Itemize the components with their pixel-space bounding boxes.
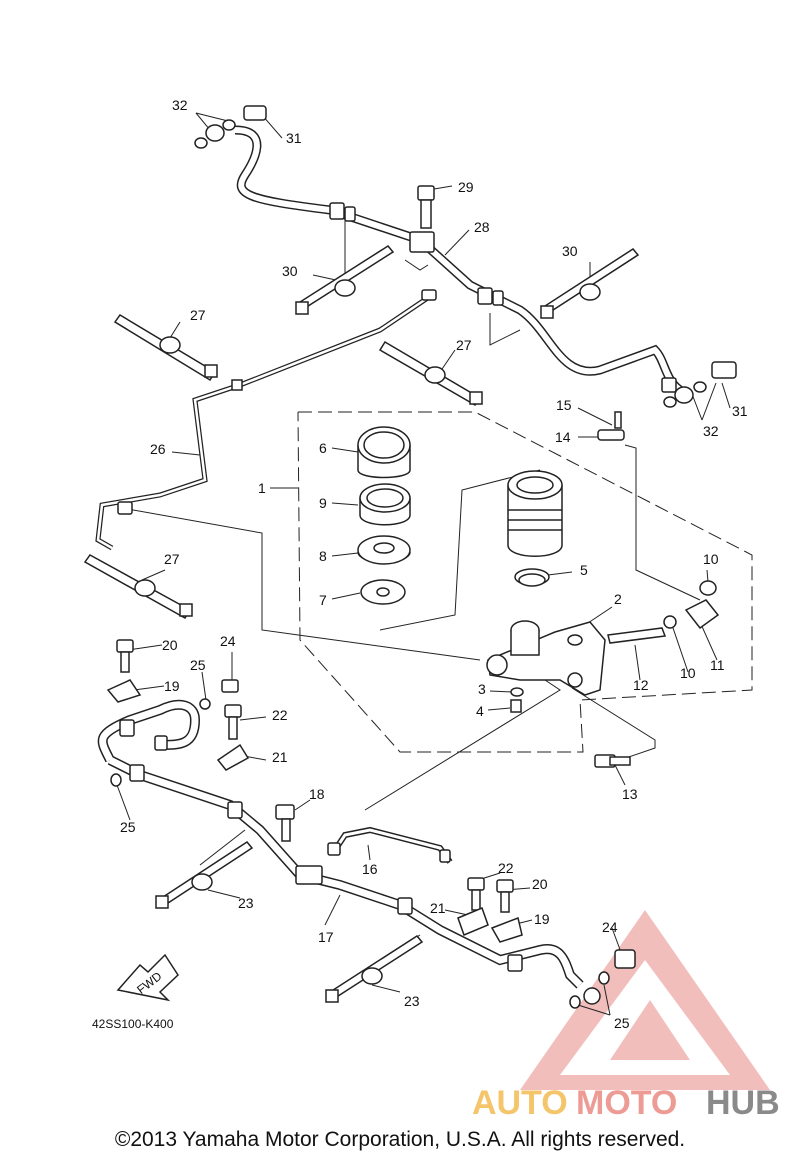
label-15: 15 (556, 397, 572, 413)
part-labels: 1 2 3 4 5 6 7 8 9 10 10 11 12 13 14 15 1… (120, 97, 748, 1031)
label-8: 8 (319, 548, 327, 564)
label-25b: 25 (120, 819, 136, 835)
label-30b: 30 (562, 243, 578, 259)
watermark-logo (520, 910, 770, 1090)
watermark-auto: AUTO (472, 1084, 568, 1122)
label-4: 4 (476, 703, 484, 719)
watermark-moto: MOTO (576, 1084, 677, 1122)
label-22b: 22 (498, 860, 514, 876)
label-12: 12 (633, 677, 649, 693)
label-23b: 23 (404, 993, 420, 1009)
watermark-text: AUTO MOTO HUB (472, 1084, 780, 1122)
copyright-notice: ©2013 Yamaha Motor Corporation, U.S.A. A… (114, 1128, 686, 1151)
label-24a: 24 (220, 633, 236, 649)
label-25a: 25 (190, 657, 206, 673)
label-27c: 27 (164, 551, 180, 567)
label-26: 26 (150, 441, 166, 457)
label-20b: 20 (532, 876, 548, 892)
label-20a: 20 (162, 637, 178, 653)
small-hardware (106, 105, 737, 1009)
label-32a: 32 (172, 97, 188, 113)
label-27a: 27 (190, 307, 206, 323)
label-23a: 23 (238, 895, 254, 911)
diagram-code: 42SS100-K400 (92, 1017, 174, 1031)
label-25c: 25 (614, 1015, 630, 1031)
label-13: 13 (622, 786, 638, 802)
cable-ties (83, 245, 640, 1003)
label-18: 18 (309, 786, 325, 802)
assembly-boundary (297, 411, 753, 753)
fwd-arrow-icon: FWD (116, 953, 179, 1002)
label-2: 2 (614, 591, 622, 607)
label-30a: 30 (282, 263, 298, 279)
label-22a: 22 (272, 707, 288, 723)
label-27b: 27 (456, 337, 472, 353)
label-10a: 10 (703, 551, 719, 567)
label-19a: 19 (164, 678, 180, 694)
label-19b: 19 (534, 911, 550, 927)
leader-lines (116, 112, 731, 1016)
label-31a: 31 (286, 130, 302, 146)
label-28: 28 (474, 219, 490, 235)
label-7: 7 (319, 592, 327, 608)
label-16: 16 (362, 861, 378, 877)
label-24b: 24 (602, 919, 618, 935)
label-5: 5 (580, 562, 588, 578)
label-29: 29 (458, 179, 474, 195)
label-6: 6 (319, 440, 327, 456)
label-14: 14 (555, 429, 571, 445)
label-1: 1 (258, 480, 266, 496)
master-cylinder-parts (357, 426, 720, 713)
watermark-hub: HUB (706, 1084, 780, 1122)
label-9: 9 (319, 495, 327, 511)
label-11: 11 (710, 657, 725, 673)
label-17: 17 (318, 929, 334, 945)
label-10b: 10 (680, 665, 696, 681)
label-21a: 21 (272, 749, 288, 765)
label-3: 3 (478, 681, 486, 697)
hose-fittings (117, 202, 677, 972)
label-31b: 31 (732, 403, 748, 419)
label-32b: 32 (703, 423, 719, 439)
label-21b: 21 (430, 900, 446, 916)
